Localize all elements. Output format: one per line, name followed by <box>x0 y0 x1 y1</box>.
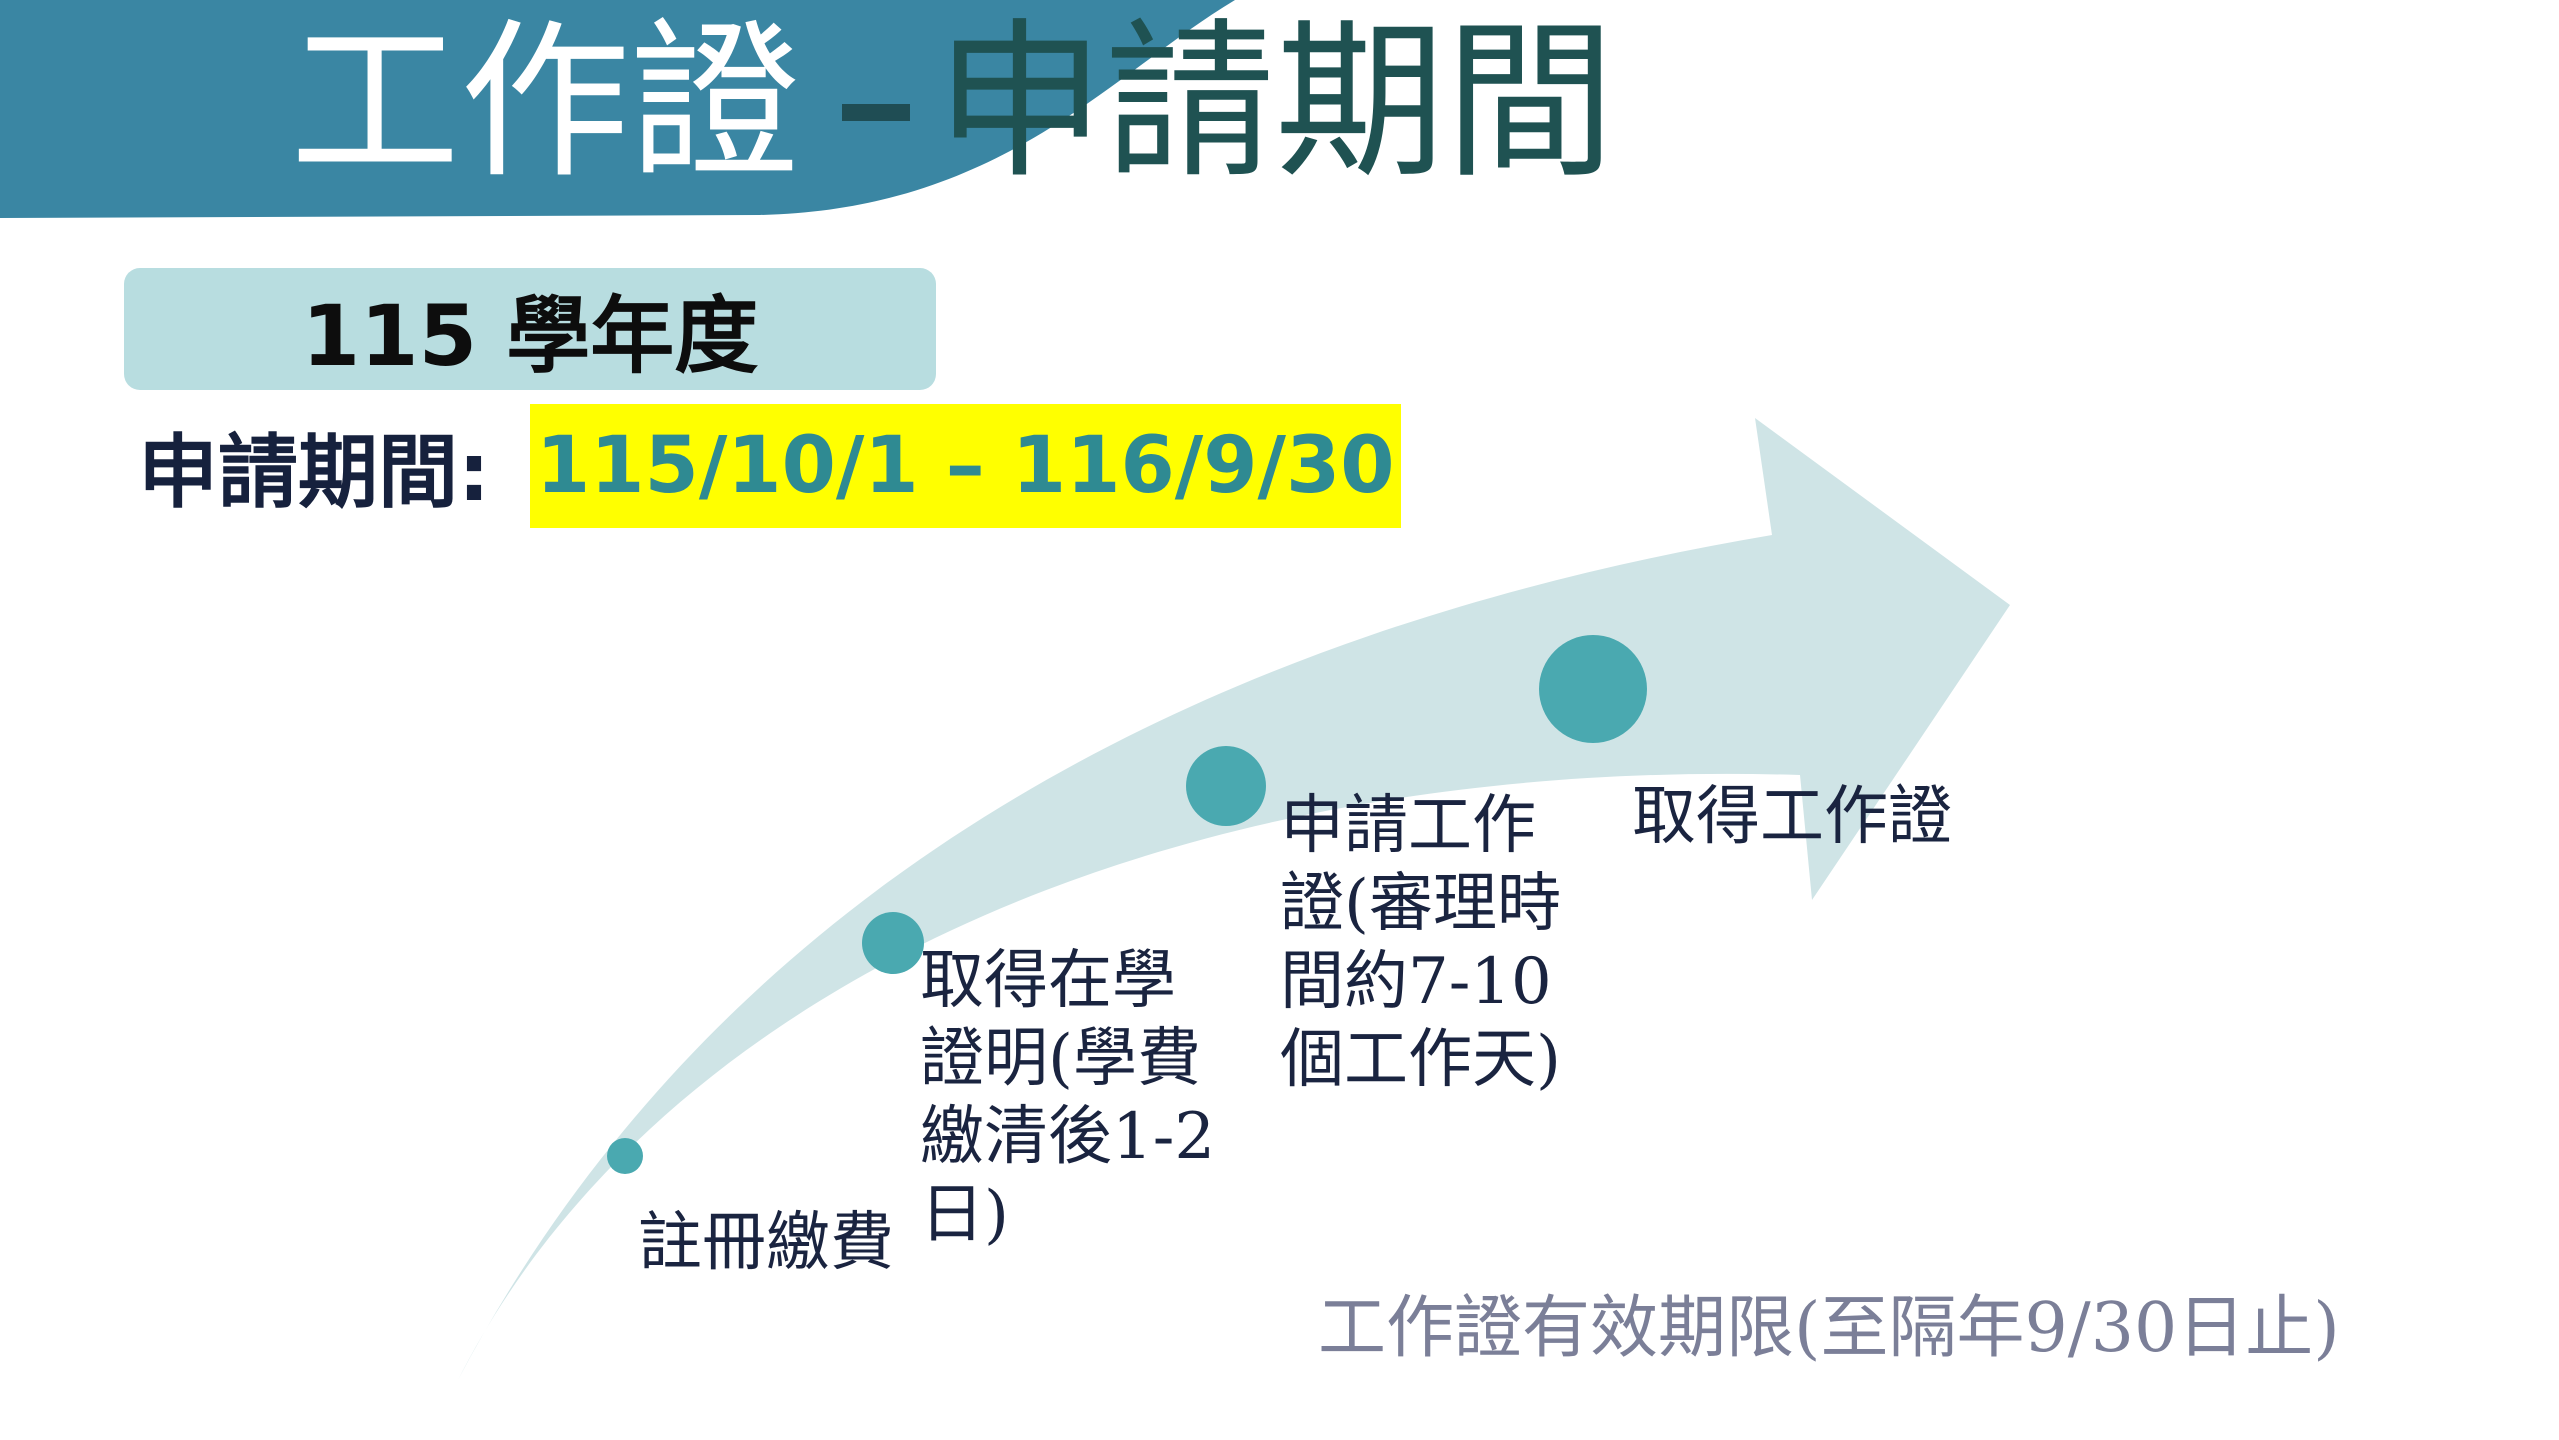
step-marker-2 <box>862 912 924 974</box>
title-dash <box>842 104 910 121</box>
academic-year-badge: 115 學年度 <box>124 268 936 390</box>
step-label-1: 註冊繳費 <box>638 1206 894 1280</box>
step-label-2: 取得在學證明(學費繳清後1-2日) <box>920 944 1216 1252</box>
step-marker-3 <box>1186 746 1266 826</box>
validity-note: 工作證有效期限(至隔年9/30日止) <box>1318 1289 2340 1368</box>
header-banner <box>0 0 1235 218</box>
application-period-label: 申請期間: <box>138 426 490 519</box>
step-label-4: 取得工作證 <box>1632 780 1952 854</box>
page-title-main: 工作證 <box>290 4 801 202</box>
page-title-sub: 申請期間 <box>935 4 1616 202</box>
step-marker-1 <box>607 1138 643 1174</box>
step-label-3: 申請工作證(審理時間約7-10個工作天) <box>1280 789 1561 1097</box>
application-period-value: 115/10/1 – 116/9/30 <box>530 404 1401 528</box>
step-marker-4 <box>1539 635 1647 743</box>
